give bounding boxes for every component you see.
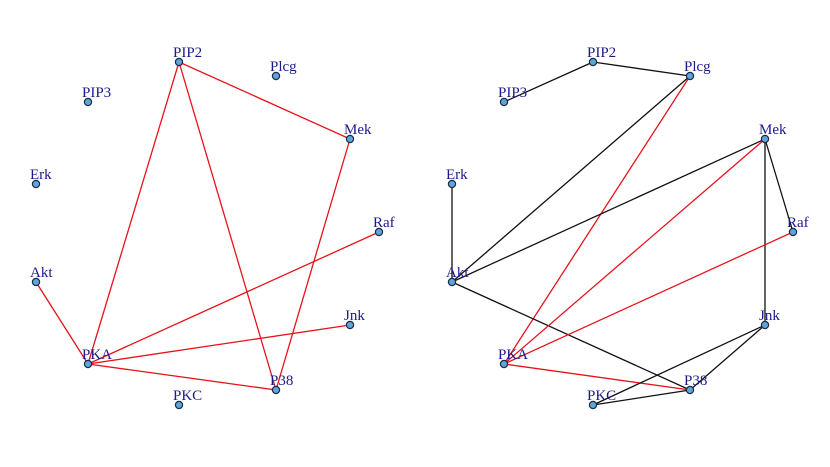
right-edge-mek-raf [764, 138, 794, 233]
left-edge-mek-p38 [275, 138, 351, 391]
right-edge-pkc-p38 [592, 389, 691, 406]
right-node-marker-plcg [685, 71, 695, 81]
left-node-p38: P38 [270, 373, 293, 395]
left-edge-pka-raf [87, 231, 380, 365]
right-node-pip2: PIP2 [587, 45, 616, 67]
left-node-akt: Akt [30, 265, 53, 287]
right-node-marker-pka [499, 359, 509, 369]
right-node-marker-pkc [588, 400, 598, 410]
right-node-raf: Raf [787, 215, 809, 237]
right-node-pkc: PKC [587, 388, 616, 410]
left-node-pkc: PKC [173, 388, 202, 410]
right-edge-raf-pka [503, 231, 794, 365]
right-node-label-p38: P38 [684, 373, 707, 389]
left-node-marker-pkc [174, 400, 184, 410]
left-node-marker-akt [31, 277, 41, 287]
left-node-label-pip3: PIP3 [82, 85, 111, 101]
right-edge-pka-p38 [503, 363, 691, 391]
right-edge-pip3-pip2 [503, 61, 594, 103]
right-node-label-pka: PKA [498, 347, 528, 363]
left-edge-pka-p38 [87, 363, 277, 391]
right-edge-akt-mek [451, 138, 766, 283]
left-node-label-akt: Akt [30, 265, 53, 281]
left-node-erk: Erk [30, 167, 52, 189]
left-node-pip2: PIP2 [173, 45, 202, 67]
right-node-label-pkc: PKC [587, 388, 616, 404]
right-node-label-mek: Mek [759, 122, 787, 138]
right-node-akt: Akt [446, 265, 469, 287]
left-node-label-plcg: Plcg [270, 59, 297, 75]
right-node-label-erk: Erk [446, 167, 468, 183]
right-node-plcg: Plcg [684, 59, 711, 81]
left-node-plcg: Plcg [270, 59, 297, 81]
right-node-jnk: Jnk [759, 308, 780, 330]
right-node-label-plcg: Plcg [684, 59, 711, 75]
right-edge-pip2-plcg [592, 61, 691, 77]
right-edges [451, 61, 794, 406]
left-node-marker-pip3 [83, 97, 93, 107]
right-node-mek: Mek [759, 122, 787, 144]
left-node-label-mek: Mek [344, 122, 372, 138]
left-node-marker-raf [374, 227, 384, 237]
left-node-label-p38: P38 [270, 373, 293, 389]
right-edge-jnk-p38 [689, 324, 766, 391]
left-edges [35, 61, 380, 391]
right-edge-plcg-pka [503, 75, 691, 365]
left-node-marker-plcg [271, 71, 281, 81]
right-node-label-jnk: Jnk [759, 308, 780, 324]
right-edge-plcg-akt [451, 75, 691, 283]
left-node-mek: Mek [344, 122, 372, 144]
left-node-marker-pip2 [174, 57, 184, 67]
right-node-pka: PKA [498, 347, 528, 369]
right-node-marker-jnk [760, 320, 770, 330]
left-edge-akt-pka [35, 281, 89, 365]
right-node-label-pip2: PIP2 [587, 45, 616, 61]
left-node-label-jnk: Jnk [344, 308, 365, 324]
right-node-marker-pip2 [588, 57, 598, 67]
right-node-marker-pip3 [499, 97, 509, 107]
right-node-marker-erk [447, 179, 457, 189]
left-node-marker-p38 [271, 385, 281, 395]
left-edge-pka-jnk [87, 324, 351, 365]
left-node-label-pkc: PKC [173, 388, 202, 404]
right-node-label-pip3: PIP3 [498, 85, 527, 101]
left-node-pka: PKA [82, 347, 112, 369]
right-edge-jnk-pkc [592, 324, 766, 406]
left-node-pip3: PIP3 [82, 85, 111, 107]
right-node-label-akt: Akt [446, 265, 469, 281]
right-node-erk: Erk [446, 167, 468, 189]
left-node-marker-mek [345, 134, 355, 144]
right-node-p38: P38 [684, 373, 707, 395]
left-node-label-pip2: PIP2 [173, 45, 202, 61]
right-node-label-raf: Raf [787, 215, 809, 231]
left-node-marker-jnk [345, 320, 355, 330]
left-node-marker-pka [83, 359, 93, 369]
left-edge-pip2-pka [87, 61, 180, 365]
left-node-label-erk: Erk [30, 167, 52, 183]
right-node-pip3: PIP3 [498, 85, 527, 107]
left-node-raf: Raf [373, 215, 395, 237]
right-node-marker-p38 [685, 385, 695, 395]
right-node-marker-raf [788, 227, 798, 237]
left-edge-pip2-mek [178, 61, 351, 140]
left-node-marker-erk [31, 179, 41, 189]
left-node-label-pka: PKA [82, 347, 112, 363]
right-edge-mek-pka [503, 138, 766, 365]
right-node-marker-akt [447, 277, 457, 287]
left-edge-pip2-p38 [178, 61, 277, 391]
right-edge-akt-p38 [451, 281, 691, 391]
left-node-jnk: Jnk [344, 308, 365, 330]
right-node-marker-mek [760, 134, 770, 144]
left-node-label-raf: Raf [373, 215, 395, 231]
